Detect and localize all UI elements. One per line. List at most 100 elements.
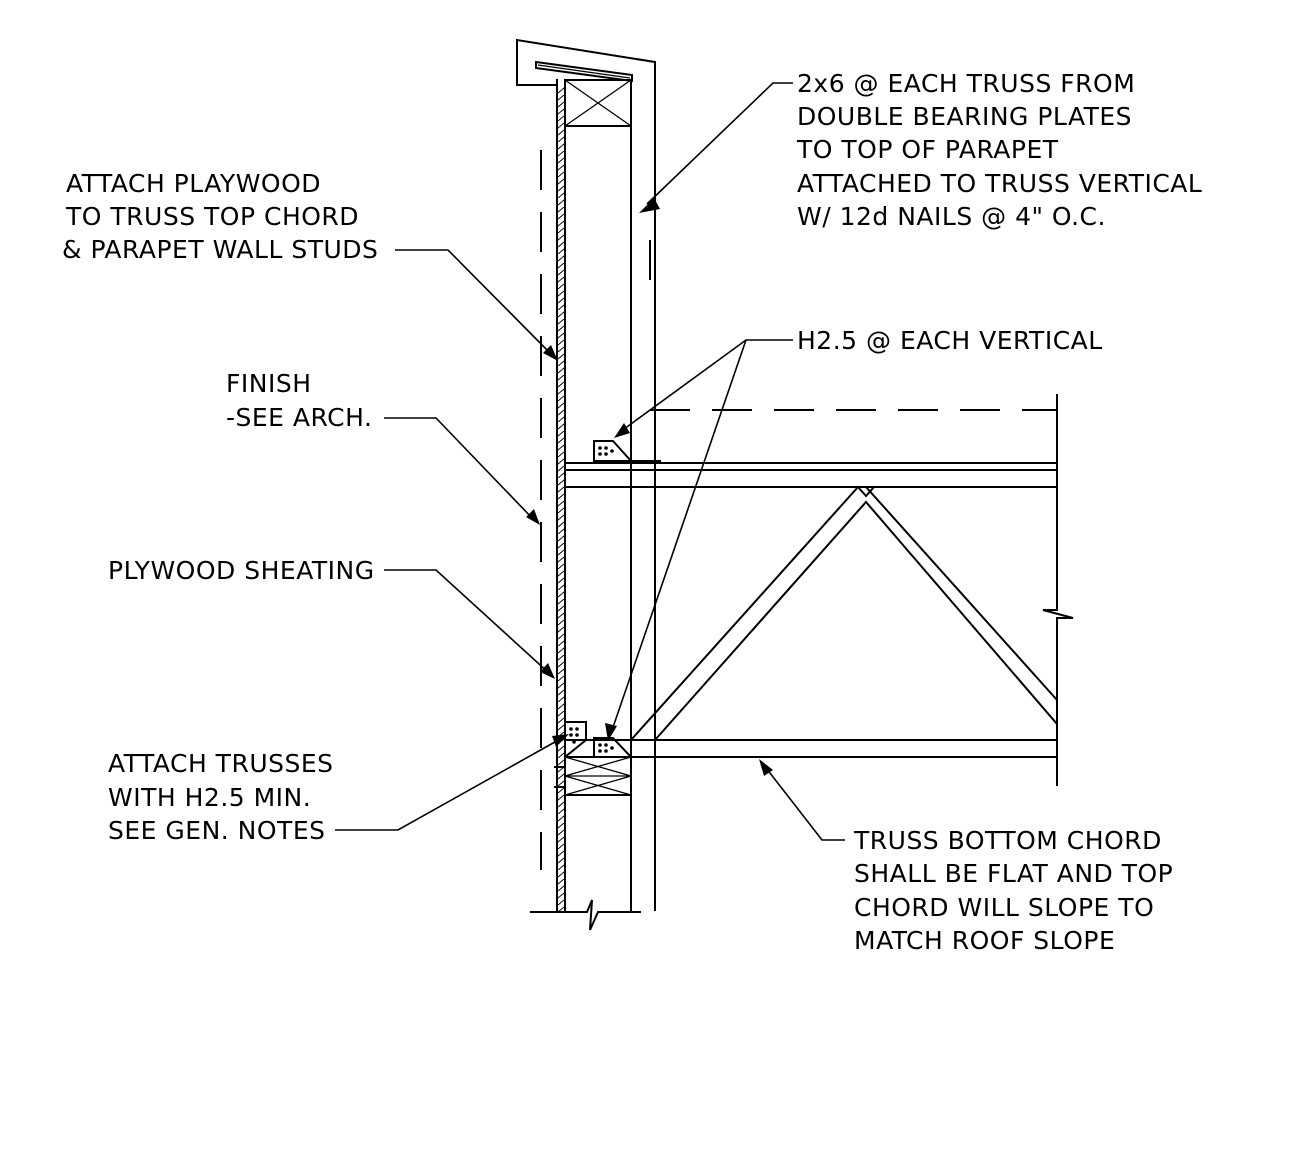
sheathing-hatch-mark — [557, 549, 565, 556]
sheathing-hatch-mark — [557, 836, 565, 843]
note-truss-bottom-chord: TRUSS BOTTOM CHORD SHALL BE FLAT AND TOP… — [853, 826, 1182, 955]
sheathing-hatch-mark — [557, 899, 565, 906]
sheathing-hatch-mark — [557, 171, 565, 178]
sheathing-hatch-mark — [557, 633, 565, 640]
sheathing-hatch-mark — [557, 374, 565, 381]
sheathing-hatch-mark — [557, 570, 565, 577]
sheathing-hatch-mark — [557, 262, 565, 269]
sheathing-hatch-mark — [557, 129, 565, 136]
sheathing-hatch-mark — [557, 486, 565, 493]
sheathing-hatch-mark — [557, 871, 565, 878]
sheathing-hatch-mark — [557, 311, 565, 318]
sheathing-hatch-mark — [557, 472, 565, 479]
sheathing-hatch-mark — [557, 528, 565, 535]
sheathing-hatch-mark — [557, 724, 565, 731]
wall-break-bottom — [530, 899, 641, 931]
sheathing-hatch-mark — [557, 164, 565, 171]
sheathing-hatch-mark — [557, 717, 565, 724]
double-bearing-plates — [554, 756, 632, 796]
sheathing-hatch-mark — [557, 563, 565, 570]
h25-tie-top — [593, 440, 661, 462]
sheathing-hatch-mark — [557, 157, 565, 164]
sheathing-hatch-mark — [557, 276, 565, 283]
sheathing-hatch-mark — [557, 640, 565, 647]
sheathing-hatch-mark — [557, 178, 565, 185]
sheathing-hatch-mark — [557, 115, 565, 122]
sheathing-hatch-mark — [557, 220, 565, 227]
sheathing-hatch-mark — [557, 122, 565, 129]
sheathing-hatch-mark — [557, 703, 565, 710]
leader-2x6 — [639, 82, 793, 213]
leader-truss-bottom-chord — [759, 759, 845, 841]
sheathing-hatch-mark — [557, 787, 565, 794]
sheathing-hatch-mark — [557, 234, 565, 241]
sheathing-hatch-mark — [557, 465, 565, 472]
sheathing-hatch-mark — [557, 675, 565, 682]
sheathing-hatch-mark — [557, 745, 565, 752]
sheathing-hatch-mark — [557, 822, 565, 829]
sheathing-hatch-mark — [557, 94, 565, 101]
sheathing-hatch-mark — [557, 199, 565, 206]
sheathing-hatch-mark — [557, 801, 565, 808]
sheathing-hatch-mark — [557, 269, 565, 276]
sheathing-hatch-mark — [557, 325, 565, 332]
sheathing-hatch-mark — [557, 430, 565, 437]
sheathing-hatch-mark — [557, 850, 565, 857]
parapet-wall-studs — [564, 79, 632, 913]
sheathing-hatch-mark — [557, 591, 565, 598]
h25-tie-bottom — [593, 737, 661, 758]
sheathing-hatch-mark — [557, 290, 565, 297]
sheathing-hatch-mark — [557, 304, 565, 311]
sheathing-hatch-mark — [557, 458, 565, 465]
truss-top-chord — [564, 462, 1058, 488]
sheathing-hatch-mark — [557, 500, 565, 507]
leader-finish — [384, 417, 540, 525]
sheathing-hatch-mark — [557, 577, 565, 584]
sheathing-hatch-mark — [557, 752, 565, 759]
note-2x6: 2x6 @ EACH TRUSS FROM DOUBLE BEARING PLA… — [796, 69, 1211, 231]
sheathing-hatch-mark — [557, 668, 565, 675]
sheathing-hatch-mark — [557, 185, 565, 192]
sheathing-hatch-mark — [557, 283, 565, 290]
sheathing-hatch-mark — [557, 556, 565, 563]
leader-h25-each-vertical — [605, 339, 793, 741]
sheathing-hatch-mark — [557, 892, 565, 899]
sheathing-hatch-mark — [557, 780, 565, 787]
sheathing-hatch-mark — [557, 206, 565, 213]
sheathing-hatch-mark — [557, 381, 565, 388]
sheathing-hatch-mark — [557, 360, 565, 367]
sheathing-hatch-mark — [557, 332, 565, 339]
sheathing-hatch-mark — [557, 416, 565, 423]
sheathing-hatch-mark — [557, 346, 565, 353]
sheathing-hatch-mark — [557, 367, 565, 374]
sheathing-hatch-mark — [557, 808, 565, 815]
sheathing-hatch-mark — [557, 248, 565, 255]
sheathing-hatch-mark — [557, 843, 565, 850]
parapet-cap — [516, 38, 656, 913]
sheathing-hatch-mark — [557, 598, 565, 605]
sheathing-hatch-mark — [557, 87, 565, 94]
sheathing-hatch-mark — [557, 241, 565, 248]
h25-tie-wall — [564, 721, 587, 760]
sheathing-hatch-mark — [557, 409, 565, 416]
sheathing-hatch-mark — [557, 493, 565, 500]
sheathing-hatch-mark — [557, 108, 565, 115]
sheathing-hatch-mark — [557, 612, 565, 619]
sheathing-hatch-mark — [557, 437, 565, 444]
sheathing-hatch-mark — [557, 626, 565, 633]
sheathing-hatch-mark — [557, 857, 565, 864]
sheathing-hatch-mark — [557, 143, 565, 150]
sheathing-hatch-mark — [557, 885, 565, 892]
sheathing-hatch-mark — [557, 829, 565, 836]
sheathing-hatch-mark — [557, 654, 565, 661]
note-attach-trusses: ATTACH TRUSSES WITH H2.5 MIN. SEE GEN. N… — [108, 749, 342, 845]
sheathing-hatch-mark — [557, 584, 565, 591]
sheathing-hatch-mark — [557, 395, 565, 402]
sheathing-hatch-mark — [557, 255, 565, 262]
sheathing-hatch-mark — [557, 605, 565, 612]
sheathing-hatch-mark — [557, 444, 565, 451]
leader-attach-playwood — [395, 249, 558, 361]
sheathing-hatch-mark — [557, 514, 565, 521]
sheathing-hatch-mark — [557, 402, 565, 409]
